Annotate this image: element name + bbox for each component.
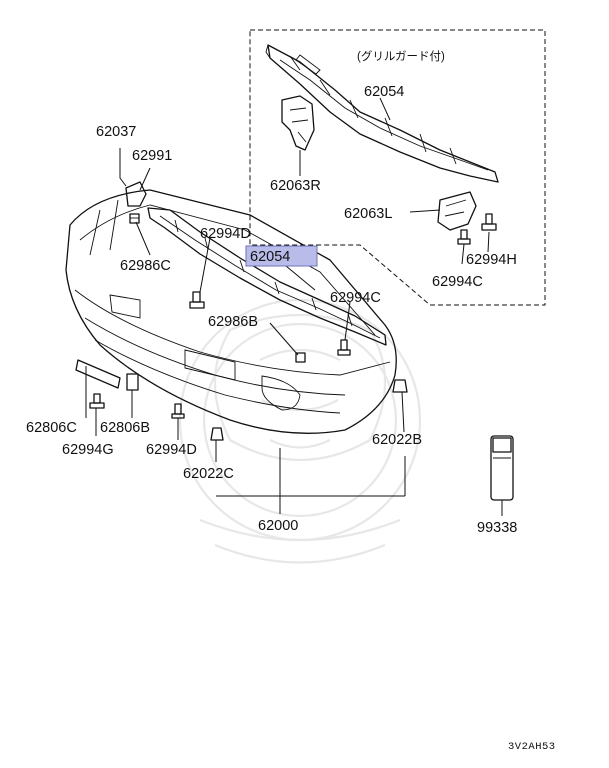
nut-62986c: [129, 213, 140, 224]
leader-lines: [85, 97, 503, 516]
label-62000: 62000: [258, 518, 298, 534]
clip-62022c: [210, 427, 224, 441]
label-62994c-inset: 62994C: [432, 274, 483, 290]
label-62994d-bottom: 62994D: [146, 442, 197, 458]
bolt-62994h: [481, 213, 497, 231]
bolt-62994c-inset: [457, 229, 471, 245]
front-bumper-part: [65, 189, 397, 434]
bracket-62063l: [437, 191, 477, 231]
label-62054-highlighted: 62054: [250, 249, 290, 265]
paint-bottle-99338: [490, 435, 514, 501]
label-62986b: 62986B: [208, 314, 258, 330]
inset-box: [249, 29, 546, 306]
bolt-62994d-bottom: [171, 403, 185, 419]
clip-62022b: [392, 379, 408, 393]
figure-code: 3V2AH53: [508, 741, 556, 753]
bracket-62063r: [281, 95, 315, 151]
bracket-62806b: [126, 373, 139, 391]
label-62991: 62991: [132, 148, 172, 164]
bolt-62994g: [89, 393, 105, 409]
label-62054-inset: 62054: [364, 84, 404, 100]
bolt-62994d-top: [189, 291, 205, 309]
nut-62986b: [295, 352, 306, 363]
label-62994d-top: 62994D: [200, 226, 251, 242]
label-62994g: 62994G: [62, 442, 114, 458]
label-62063r: 62063R: [270, 178, 321, 194]
label-99338: 99338: [477, 520, 517, 536]
label-62037: 62037: [96, 124, 136, 140]
label-62063l: 62063L: [344, 206, 392, 222]
label-62806c: 62806C: [26, 420, 77, 436]
label-62022c: 62022C: [183, 466, 234, 482]
reinforcement-62054-part: [147, 207, 387, 346]
inset-note: (グリルガード付): [357, 49, 445, 63]
label-62806b: 62806B: [100, 420, 150, 436]
label-62022b: 62022B: [372, 432, 422, 448]
label-62986c: 62986C: [120, 258, 171, 274]
label-62994h: 62994H: [466, 252, 517, 268]
inset-reinforcement-part: [265, 44, 499, 183]
highlight-box: [245, 245, 318, 267]
label-62994c-main: 62994C: [330, 290, 381, 306]
clip-62991: [125, 181, 147, 207]
plate-62806c: [75, 359, 121, 389]
bolt-62994c-main: [337, 339, 351, 356]
